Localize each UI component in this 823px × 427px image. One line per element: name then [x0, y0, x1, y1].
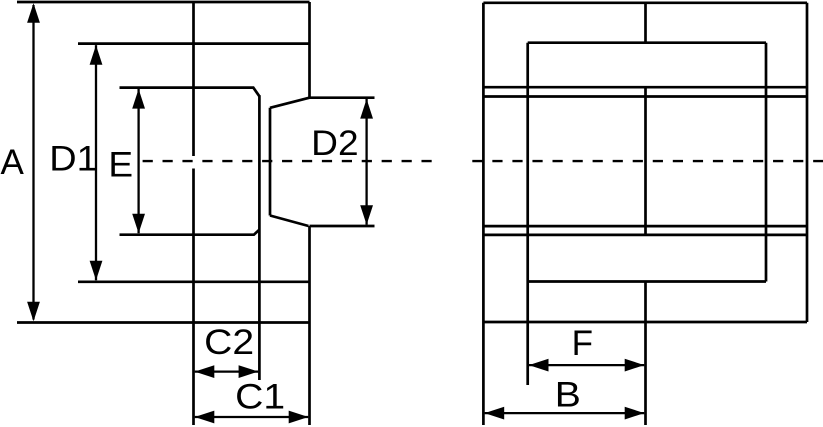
- svg-text:F: F: [572, 324, 593, 363]
- svg-text:A: A: [1, 143, 25, 182]
- svg-text:C2: C2: [204, 323, 254, 362]
- svg-text:C1: C1: [235, 378, 285, 417]
- svg-text:E: E: [108, 145, 133, 184]
- svg-text:D1: D1: [49, 139, 97, 178]
- svg-text:D2: D2: [311, 124, 358, 163]
- svg-text:B: B: [555, 376, 581, 415]
